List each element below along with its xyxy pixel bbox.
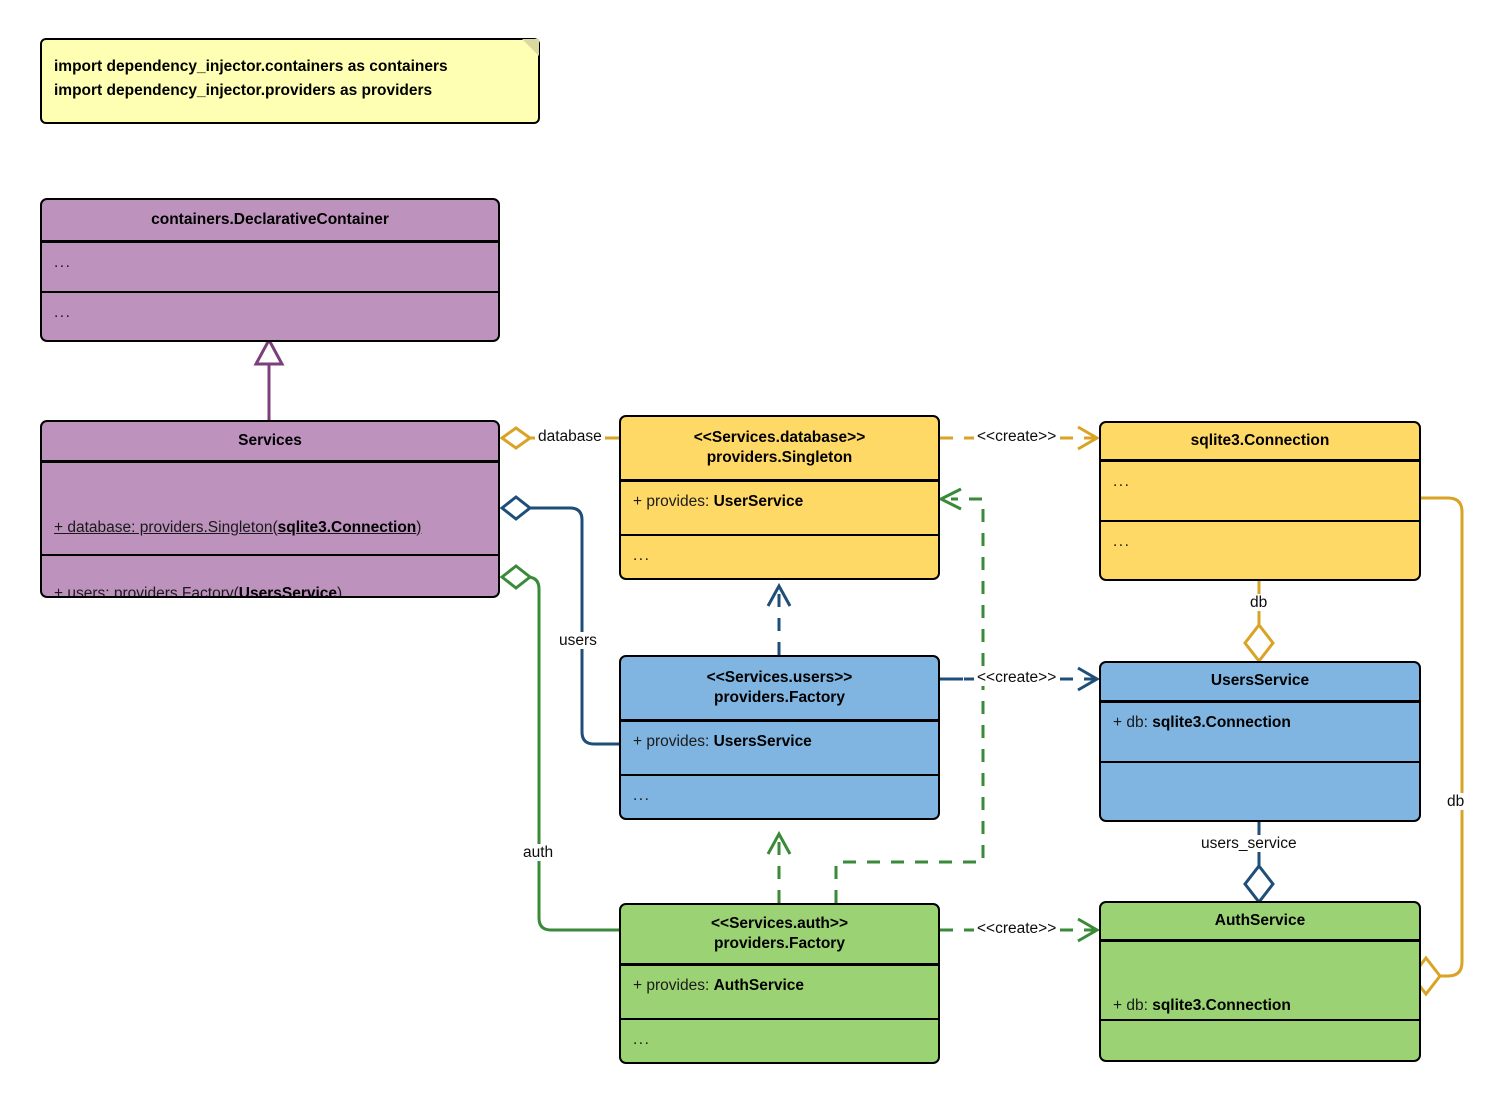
edge-label-auth: auth	[520, 844, 557, 862]
edge-aggregation-usersservice-authservice	[1243, 822, 1275, 905]
edge-dependency-auth-database	[834, 487, 985, 903]
class-box-declarative-container[interactable]: containers.DeclarativeContainer ... ...	[40, 198, 500, 342]
services-database-name: providers.Singleton	[706, 449, 853, 466]
auth-service-attr-users-service: + users_service: UsersService	[1113, 1061, 1407, 1063]
services-auth-attributes: + provides: AuthService	[633, 976, 805, 994]
edge-label-db-users-service: db	[1247, 594, 1271, 612]
class-box-sqlite3-connection[interactable]: sqlite3.Connection ... ...	[1099, 421, 1421, 581]
class-box-services-database[interactable]: <<Services.database>> providers.Singleto…	[619, 415, 940, 580]
divider	[621, 533, 938, 536]
users-service-title: UsersService	[1210, 672, 1310, 690]
note-fold-corner	[522, 39, 539, 56]
edge-label-create-database: <<create>>	[974, 428, 1060, 446]
declarative-container-attributes: ...	[54, 253, 72, 271]
divider	[42, 553, 498, 556]
class-box-users-service[interactable]: UsersService + db: sqlite3.Connection	[1099, 661, 1421, 822]
edge-aggregation-auth	[499, 564, 619, 932]
divider	[1101, 1018, 1419, 1021]
import-note: import dependency_injector.containers as…	[40, 38, 540, 124]
sqlite3-connection-attributes: ...	[1113, 472, 1131, 490]
class-box-services-auth[interactable]: <<Services.auth>> providers.Factory + pr…	[619, 903, 940, 1064]
services-users-name: providers.Factory	[714, 689, 845, 706]
users-service-attributes: + db: sqlite3.Connection	[1113, 713, 1291, 731]
edge-dependency-auth-users	[766, 830, 792, 903]
divider	[1101, 459, 1419, 462]
services-database-attributes: + provides: UserService	[633, 492, 804, 510]
services-title: Services	[238, 431, 302, 449]
divider	[1101, 939, 1419, 942]
divider	[621, 1017, 938, 1020]
auth-service-title: AuthService	[1214, 911, 1306, 929]
services-users-title: <<Services.users>> providers.Factory	[621, 657, 938, 719]
edge-aggregation-db-usersservice	[1243, 581, 1275, 664]
services-auth-name: providers.Factory	[714, 935, 845, 952]
edge-label-db-auth-service: db	[1444, 793, 1468, 811]
divider	[42, 290, 498, 293]
declarative-container-operations: ...	[54, 304, 72, 321]
divider	[621, 773, 938, 776]
divider	[1101, 700, 1419, 703]
divider	[42, 460, 498, 463]
edge-label-create-auth: <<create>>	[974, 920, 1060, 938]
edge-label-create-users: <<create>>	[974, 669, 1060, 687]
edge-dependency-users-database	[766, 582, 792, 655]
auth-service-operations	[1101, 1021, 1419, 1060]
declarative-container-title: containers.DeclarativeContainer	[151, 210, 389, 228]
edge-label-database: database	[535, 428, 605, 446]
sqlite3-connection-operations: ...	[1113, 533, 1131, 550]
divider	[621, 479, 938, 482]
edge-inheritance-services-container	[253, 336, 285, 420]
divider	[42, 240, 498, 243]
class-box-services[interactable]: Services + database: providers.Singleton…	[40, 420, 500, 598]
services-database-operations: ...	[633, 547, 651, 564]
divider	[621, 719, 938, 722]
services-auth-operations: ...	[633, 1031, 651, 1048]
services-attributes: + database: providers.Singleton(sqlite3.…	[42, 463, 498, 597]
edge-label-users-service: users_service	[1198, 835, 1300, 853]
divider	[621, 963, 938, 966]
note-line-1: import dependency_injector.containers as…	[54, 58, 448, 75]
class-box-auth-service[interactable]: AuthService + db: sqlite3.Connection + u…	[1099, 901, 1421, 1062]
edge-label-users: users	[556, 632, 600, 650]
services-database-title: <<Services.database>> providers.Singleto…	[621, 417, 938, 479]
users-service-operations	[1101, 763, 1419, 820]
auth-service-attributes: + db: sqlite3.Connection + users_service…	[1101, 942, 1419, 1019]
services-auth-title: <<Services.auth>> providers.Factory	[621, 905, 938, 963]
note-line-2: import dependency_injector.providers as …	[54, 82, 433, 100]
sqlite3-connection-title: sqlite3.Connection	[1190, 431, 1330, 449]
services-attr-database: + database: providers.Singleton(sqlite3.…	[54, 518, 422, 536]
services-database-stereotype: <<Services.database>>	[693, 428, 866, 446]
services-attr-users: + users: providers.Factory(UsersService)	[54, 584, 343, 598]
divider	[1101, 760, 1419, 763]
services-users-attributes: + provides: UsersService	[633, 732, 812, 750]
services-users-operations: ...	[633, 787, 651, 804]
divider	[1101, 519, 1419, 522]
services-users-stereotype: <<Services.users>>	[706, 668, 853, 686]
auth-service-attr-db: + db: sqlite3.Connection	[1113, 996, 1291, 1014]
class-box-services-users[interactable]: <<Services.users>> providers.Factory + p…	[619, 655, 940, 820]
edge-aggregation-users	[499, 495, 619, 746]
services-auth-stereotype: <<Services.auth>>	[710, 914, 848, 932]
